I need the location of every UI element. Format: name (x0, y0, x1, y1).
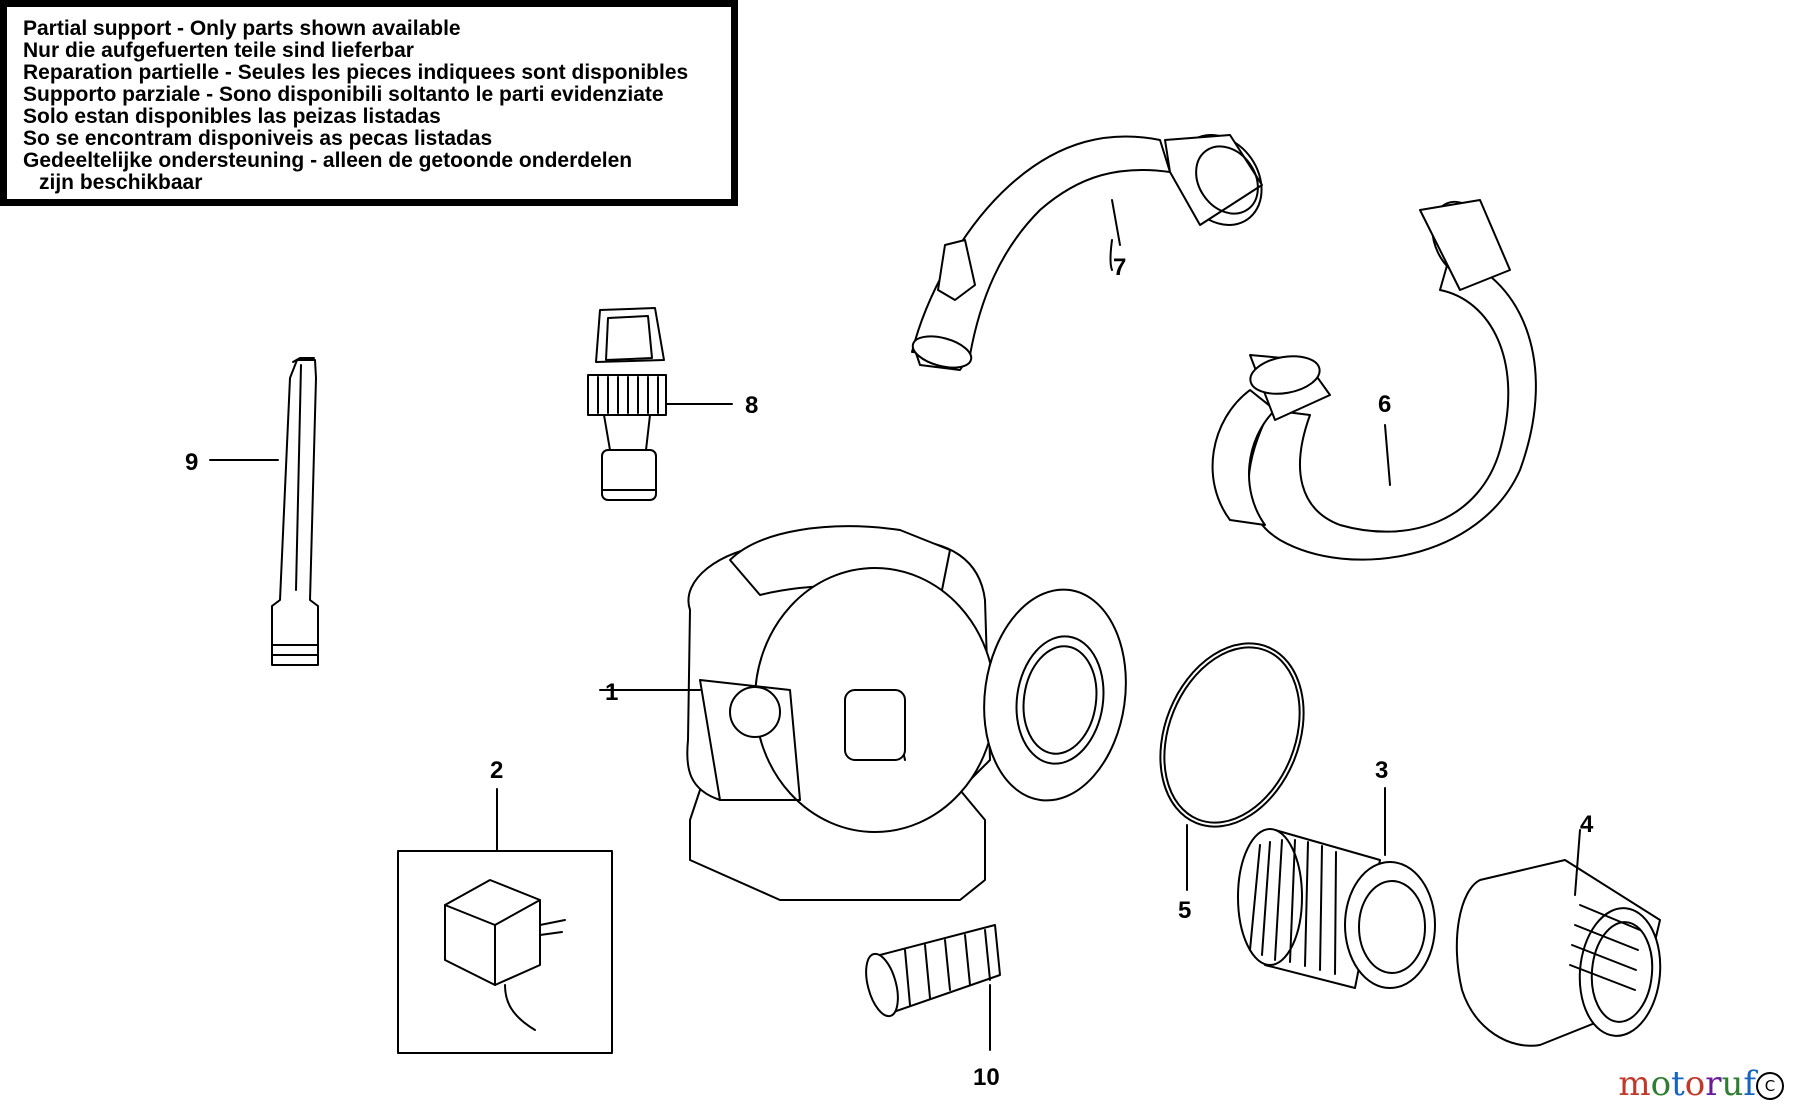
notice-line-nl: Gedeeltelijke ondersteuning - alleen de … (23, 149, 633, 172)
watermark-letter: o (1650, 1064, 1672, 1104)
notice-line-pt: So se encontram disponiveis as pecas lis… (23, 127, 493, 150)
motoruf-watermark: motoruf (1618, 1064, 1756, 1104)
brush-adapter-part (587, 307, 733, 501)
part-label-2: 2 (490, 757, 503, 784)
watermark-letter: r (1705, 1064, 1722, 1104)
filter-cap-part (1455, 829, 1662, 1047)
part-label-5: 5 (1178, 897, 1191, 924)
watermark-letter: o (1684, 1064, 1706, 1104)
notice-line-de: Nur die aufgefuerten teile sind lieferba… (23, 39, 414, 62)
part-label-8: 8 (745, 392, 758, 419)
part-label-4: 4 (1580, 811, 1594, 838)
part-label-6: 6 (1378, 391, 1391, 418)
filter-door-part (983, 588, 1127, 802)
watermark-letter: f (1743, 1064, 1756, 1104)
seal-ring-part (1159, 642, 1305, 891)
notice-line-fr: Reparation partielle - Seules les pieces… (23, 61, 689, 84)
part-label-9: 9 (185, 449, 198, 476)
notice-line-es: Solo estan disponibles las peizas listad… (23, 105, 441, 128)
part-label-10: 10 (973, 1064, 1000, 1091)
partial-support-notice: Partial support - Only parts shown avail… (0, 0, 738, 206)
copyright-icon: C (1756, 1072, 1784, 1100)
notice-line-it: Supporto parziale - Sono disponibili sol… (23, 83, 664, 106)
watermark-letter: u (1721, 1064, 1744, 1104)
charger-part (397, 788, 613, 1054)
flexible-hose-part (1211, 199, 1537, 561)
crevice-tool-part (209, 357, 319, 666)
part-label-1: 1 (605, 679, 618, 706)
watermark-letter: m (1618, 1064, 1651, 1104)
notice-line-nl-cont: zijn beschikbaar (39, 171, 203, 194)
notice-line-en: Partial support - Only parts shown avail… (23, 17, 461, 40)
part-label-3: 3 (1375, 757, 1388, 784)
battery-pack-part (865, 924, 1001, 1051)
pleated-filter-part (1237, 787, 1436, 989)
part-label-7: 7 (1113, 254, 1126, 281)
vacuum-body-part (599, 525, 996, 901)
curved-hose-end-part (911, 134, 1263, 371)
watermark-letter: t (1671, 1064, 1685, 1104)
